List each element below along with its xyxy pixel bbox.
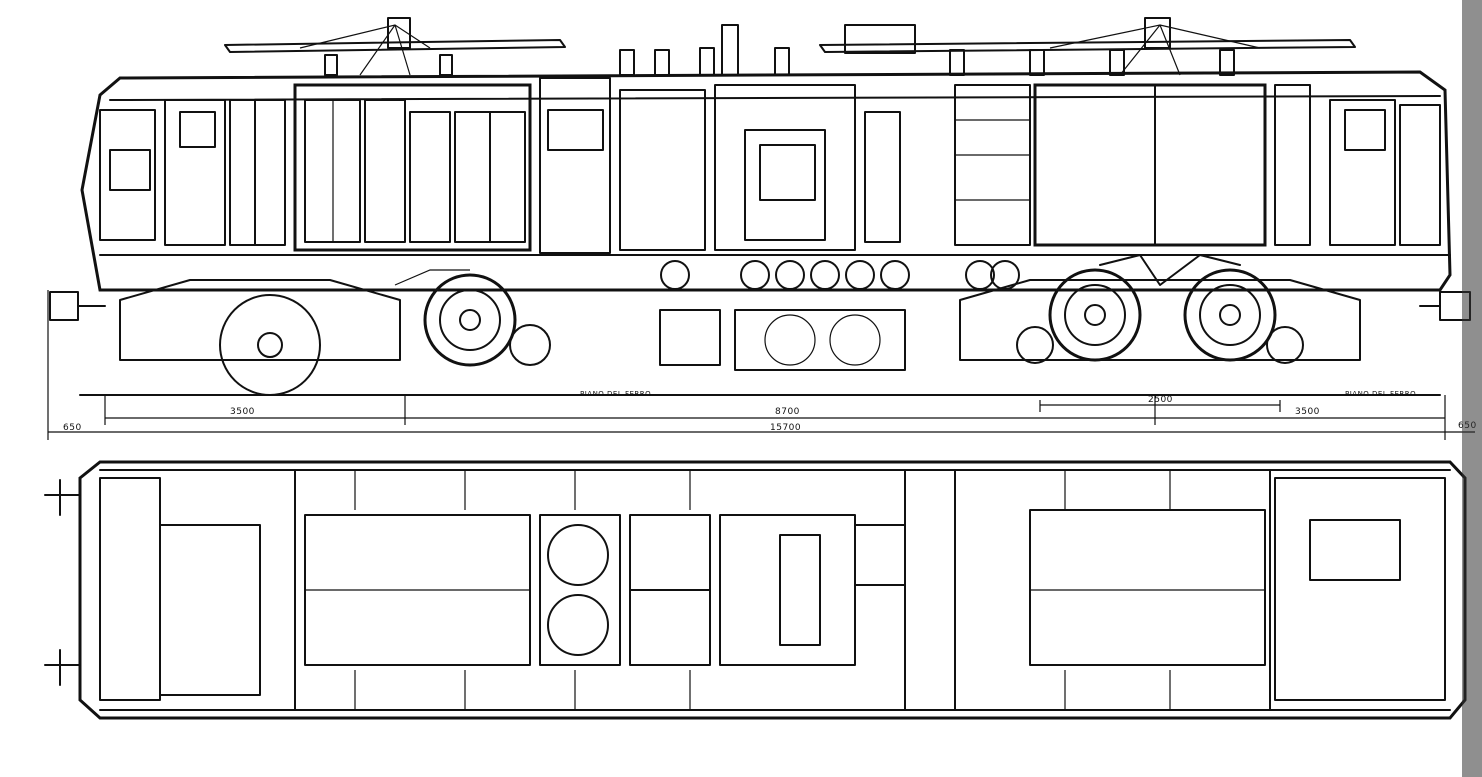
dim-overall-length: 15700 bbox=[770, 423, 801, 433]
underframe-tanks bbox=[659, 260, 1020, 371]
body-outline bbox=[80, 70, 1452, 292]
rail-level-label-left: PIANO DEL FERRO bbox=[580, 390, 651, 398]
dimension-lines: 650 3500 8700 2500 3500 15700 650 bbox=[47, 290, 1476, 440]
right-bogie bbox=[959, 254, 1361, 364]
central-equipment bbox=[714, 84, 1031, 251]
side-elevation: PIANO DEL FERRO PIANO DEL FERRO bbox=[49, 17, 1471, 398]
dim-bogie-wheelbase-left: 3500 bbox=[230, 407, 255, 417]
left-machine-room bbox=[293, 77, 706, 254]
pantograph-right bbox=[819, 17, 1356, 76]
right-cab bbox=[1329, 99, 1441, 246]
page-edge-shadow bbox=[1462, 0, 1482, 777]
dim-bogie-wheelbase-right-inner: 2500 bbox=[1148, 395, 1173, 405]
dim-bogie-wheelbase-right: 3500 bbox=[1295, 407, 1320, 417]
pantograph-left bbox=[224, 17, 566, 76]
right-machine-room bbox=[1033, 83, 1311, 247]
dim-bogie-centres: 8700 bbox=[775, 407, 800, 417]
plan-cab-left bbox=[99, 477, 161, 701]
left-cab bbox=[99, 99, 286, 246]
plan-cab-right bbox=[1274, 477, 1446, 701]
dim-left-overhang: 650 bbox=[63, 423, 82, 433]
plan-view bbox=[44, 460, 1467, 720]
rail-level-label-right: PIANO DEL FERRO bbox=[1345, 390, 1416, 398]
